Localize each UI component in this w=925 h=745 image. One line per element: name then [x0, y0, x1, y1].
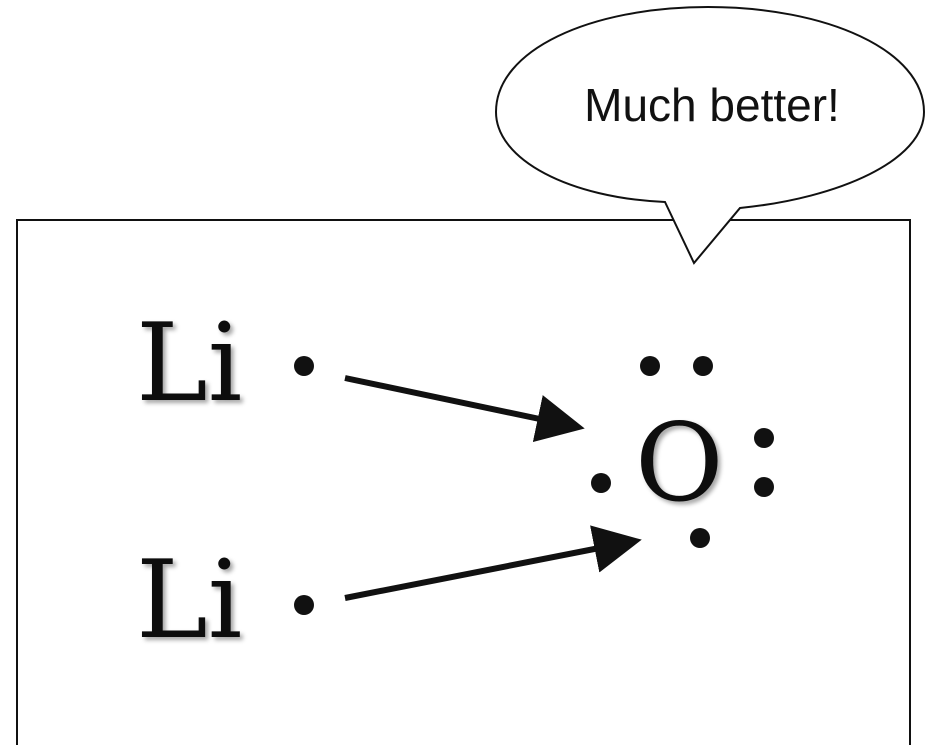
oxygen-electron-top-left: [640, 356, 660, 376]
oxygen-electron-top-right: [693, 356, 713, 376]
oxygen-electron-right-lower: [754, 477, 774, 497]
lithium-top-electron: [294, 356, 314, 376]
oxygen-electron-bottom: [690, 528, 710, 548]
speech-bubble-text: Much better!: [584, 79, 840, 131]
electron-transfer-arrow-bottom: [344, 525, 642, 601]
speech-bubble-shape: [494, 5, 925, 265]
lithium-symbol-top: Li: [136, 301, 242, 426]
lithium-symbol-bottom: Li: [136, 538, 242, 663]
oxygen-symbol: O: [635, 401, 724, 526]
diagram-frame: [16, 219, 911, 745]
electron-transfer-arrow-top: [344, 375, 585, 443]
lithium-bottom-electron: [294, 595, 314, 615]
oxygen-electron-right-upper: [754, 428, 774, 448]
oxygen-electron-left: [591, 473, 611, 493]
speech-bubble: Much better!: [494, 5, 925, 265]
